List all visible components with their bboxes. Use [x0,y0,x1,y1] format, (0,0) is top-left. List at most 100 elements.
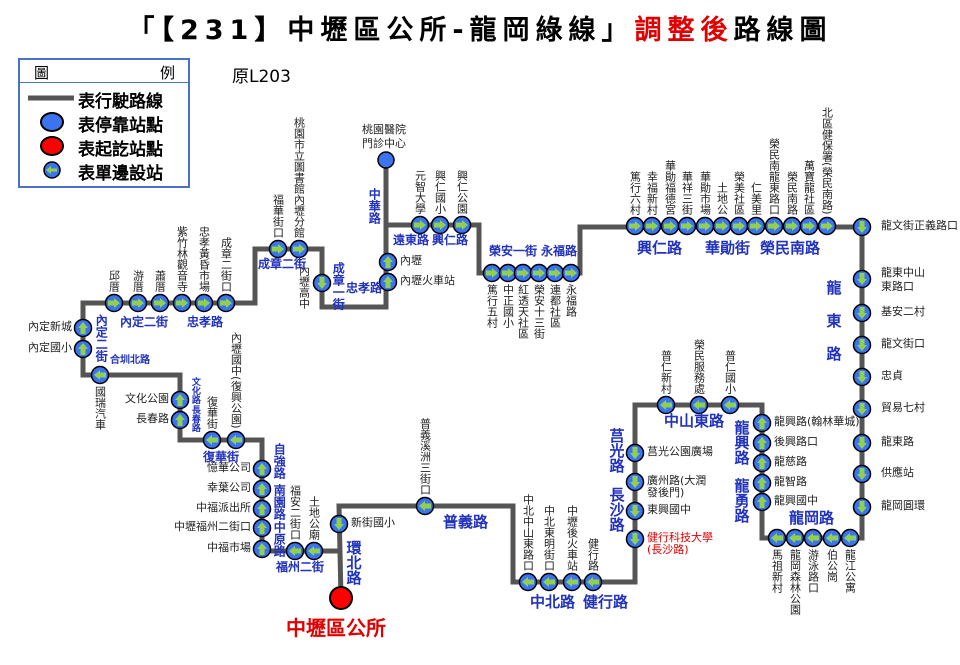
bus-stop-marker[interactable] [840,528,860,548]
bus-stop-marker[interactable] [583,572,603,592]
bus-stop-marker[interactable] [252,539,272,559]
stop-label: 幸福新村 [645,171,659,215]
bus-stop-marker[interactable] [252,479,272,499]
bus-stop-marker[interactable] [415,496,435,516]
bus-stop-marker[interactable] [216,293,236,313]
bus-stop-marker[interactable] [226,430,246,450]
bus-stop-marker[interactable] [104,293,124,313]
road-name-label: 莒光路 [607,428,626,473]
bus-stop-marker[interactable] [752,492,772,512]
bus-stop-marker[interactable] [285,541,305,561]
arrow-right-icon [154,298,166,308]
bus-stop-marker[interactable] [73,339,93,359]
stop-label: 內壢火車站 [400,274,455,287]
bus-stop-marker[interactable] [852,464,872,484]
bus-stop-marker[interactable] [410,215,430,235]
bus-stop-marker[interactable] [252,518,272,538]
bus-stop-marker[interactable] [625,501,645,521]
bus-stop-marker[interactable] [561,263,581,283]
bus-stop-marker[interactable] [752,473,772,493]
bus-stop-marker[interactable] [852,367,872,387]
bus-stop-marker[interactable] [852,497,872,517]
bus-stop-marker[interactable] [852,269,872,289]
bus-stop-marker[interactable] [73,318,93,338]
bus-stop-marker[interactable] [822,528,842,548]
bus-stop-marker[interactable] [689,395,709,415]
bus-stop-marker[interactable] [746,216,766,236]
bus-stop-marker[interactable] [377,151,395,169]
bus-stop-marker[interactable] [539,572,559,592]
bus-stop-marker[interactable] [150,293,170,313]
legend-stop: 表停靠站點 [20,110,188,136]
stop-label: 華勛市場 [698,171,712,215]
bus-stop-marker[interactable] [304,541,324,561]
arrow-right-icon [803,221,815,231]
bus-stop-marker[interactable] [852,399,872,419]
stop-label: 蕭厝 [153,270,167,292]
bus-stop-marker[interactable] [785,528,805,548]
arrow-left-icon [660,400,672,410]
bus-stop-marker[interactable] [128,293,148,313]
stop-label: 篤行六村 [628,171,642,215]
bus-stop-marker[interactable] [625,472,645,492]
bus-stop-marker[interactable] [752,433,772,453]
bus-stop-marker[interactable] [656,395,676,415]
bus-stop-marker[interactable] [729,216,749,236]
terminal-stop-marker[interactable] [329,586,353,610]
bus-stop-marker[interactable] [677,216,697,236]
stop-label: 中壢後火車站 [565,505,579,571]
bus-stop-marker[interactable] [799,216,819,236]
stop-label: 華勛福德宮 [663,160,677,215]
bus-stop-marker[interactable] [764,216,784,236]
bus-stop-marker[interactable] [545,263,565,283]
road-name-label: 榮民南路 [760,239,821,257]
bus-stop-marker[interactable] [430,215,450,235]
bus-stop-marker[interactable] [752,453,772,473]
bus-stop-marker[interactable] [329,514,349,534]
bus-stop-marker[interactable] [660,216,680,236]
arrow-right-icon [414,220,426,230]
bus-stop-marker[interactable] [695,216,715,236]
bus-stop-marker[interactable] [712,216,732,236]
bus-stop-marker[interactable] [202,430,222,450]
bus-stop-marker[interactable] [752,413,772,433]
bus-stop-marker[interactable] [378,252,398,272]
bus-stop-marker[interactable] [625,443,645,463]
bus-stop-marker[interactable] [289,239,309,259]
bus-stop-marker[interactable] [498,263,518,283]
bus-stop-marker[interactable] [562,572,582,592]
bus-stop-marker[interactable] [852,217,872,237]
bus-stop-marker[interactable] [172,293,192,313]
bus-stop-marker[interactable] [720,395,740,415]
bus-stop-marker[interactable] [817,216,837,236]
bus-stop-marker[interactable] [312,273,332,293]
stop-label: 榮民服務處 [692,339,706,394]
bus-stop-marker[interactable] [252,499,272,519]
bus-stop-marker[interactable] [378,272,398,292]
bus-stop-marker[interactable] [625,216,645,236]
bus-stop-marker[interactable] [852,335,872,355]
bus-stop-marker[interactable] [90,365,110,385]
bus-stop-marker[interactable] [194,293,214,313]
bus-stop-marker[interactable] [625,529,645,549]
bus-stop-marker[interactable] [518,572,538,592]
road-name-label: 華勛街 [705,239,751,257]
bus-stop-marker[interactable] [268,239,288,259]
bus-stop-marker[interactable] [803,528,823,548]
bus-stop-marker[interactable] [852,433,872,453]
bus-stop-marker[interactable] [852,303,872,323]
bus-stop-marker[interactable] [642,216,662,236]
bus-stop-marker[interactable] [170,410,190,430]
bus-stop-marker[interactable] [529,263,549,283]
bus-stop-marker[interactable] [782,216,802,236]
bus-stop-marker[interactable] [170,390,190,410]
bus-stop-marker[interactable] [252,459,272,479]
stop-label: 普義溪洲三街口 [418,418,432,495]
stop-label: 中壢福州二街口 [174,520,251,533]
stop-label: 中北中山東路口 [521,494,535,571]
bus-stop-marker[interactable] [452,215,472,235]
bus-stop-marker[interactable] [767,528,787,548]
bus-stop-marker[interactable] [513,263,533,283]
bus-stop-marker[interactable] [482,263,502,283]
